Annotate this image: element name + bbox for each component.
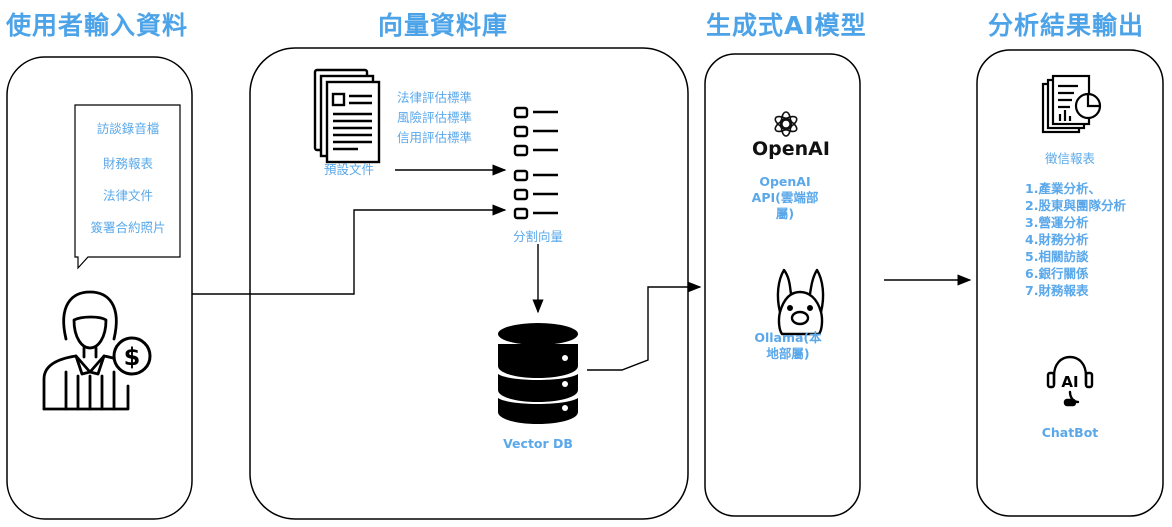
- chatbot-ai-icon: [1046, 355, 1094, 407]
- document-icon: [313, 68, 381, 164]
- openai-label-line1: OpenAI: [759, 174, 811, 189]
- openai-logo-text: OpenAI: [752, 138, 830, 160]
- database-icon: [498, 323, 578, 424]
- flow-arrows: [192, 164, 972, 371]
- ollama-llama-icon: [776, 268, 825, 336]
- input-item-financial: 財務報表: [102, 156, 153, 171]
- split-vector-label: 分割向量: [512, 229, 563, 244]
- analysis-item-3: 3.營運分析: [1025, 215, 1089, 230]
- credit-report-icon: [1041, 74, 1102, 134]
- arrow-db-to-genai: [587, 281, 702, 371]
- analysis-item-1: 1.產業分析、: [1025, 181, 1101, 196]
- openai-label-line3: 屬): [775, 206, 795, 221]
- credit-report-label: 徵信報表: [1044, 151, 1095, 166]
- input-item-legal: 法律文件: [102, 188, 153, 203]
- vector-list-icon-1: [513, 106, 558, 157]
- doc-label: 預設文件: [323, 162, 374, 177]
- vector-db-label: Vector DB: [503, 436, 573, 451]
- title-output: 分析結果輸出: [988, 11, 1145, 40]
- arrow-input-to-split: [192, 204, 507, 295]
- title-genai: 生成式AI模型: [706, 11, 867, 40]
- panel-user-input: [6, 56, 193, 520]
- chatbot-ai-text: AI: [1061, 373, 1078, 391]
- analysis-item-7: 7.財務報表: [1025, 283, 1089, 298]
- standard-risk: 風險評估標準: [397, 110, 473, 125]
- analysis-item-4: 4.財務分析: [1025, 232, 1089, 247]
- panel-genai: [704, 53, 861, 517]
- vector-list-icon-2: [513, 169, 558, 220]
- speech-bubble: [74, 104, 181, 270]
- standard-credit: 信用評估標準: [397, 130, 473, 145]
- ollama-label-line1: Ollama(本: [754, 330, 822, 345]
- panel-output: [976, 49, 1164, 517]
- ollama-label-line2: 地部屬): [766, 346, 810, 361]
- input-item-contract: 簽署合約照片: [90, 220, 166, 235]
- analysis-item-5: 5.相關訪談: [1025, 249, 1089, 264]
- chatbot-label: ChatBot: [1041, 425, 1099, 440]
- title-vector-db: 向量資料庫: [378, 11, 509, 40]
- analysis-item-6: 6.銀行關係: [1025, 266, 1089, 281]
- openai-logo-icon: [774, 111, 798, 137]
- svg-text:$: $: [124, 343, 141, 371]
- analysis-item-2: 2.股東與團隊分析: [1025, 198, 1126, 213]
- input-item-audio: 訪談錄音檔: [96, 121, 160, 136]
- standard-legal: 法律評估標準: [397, 90, 473, 105]
- openai-label-line2: API(雲端部: [751, 190, 819, 205]
- dollar-coin-icon: $: [112, 336, 152, 376]
- title-user-input: 使用者輸入資料: [6, 11, 189, 40]
